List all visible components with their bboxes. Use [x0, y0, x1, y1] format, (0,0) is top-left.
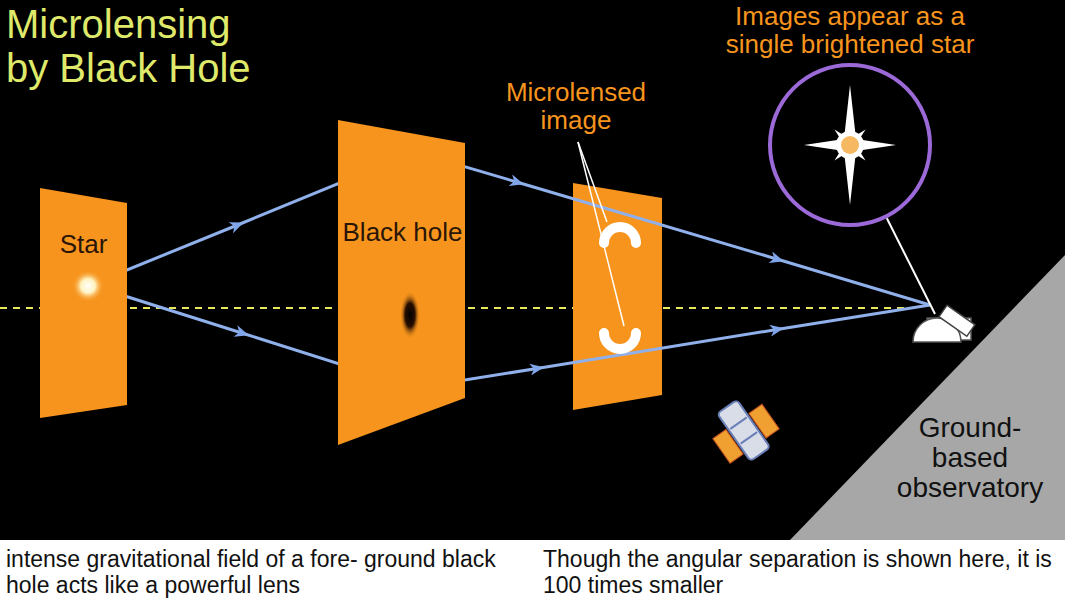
leader-lines: [578, 142, 624, 326]
observatory: Ground- based observatory: [790, 255, 1065, 540]
space-telescope: [703, 389, 785, 471]
star-plane: Star: [40, 188, 127, 418]
black-hole-plane-shape: [338, 120, 465, 445]
diagram-title: Microlensing by Black Hole: [6, 2, 268, 90]
star-plane-shape: [40, 188, 127, 418]
body-text: Though the angular separation is shown h…: [543, 546, 1059, 598]
body-text: intense gravitational field of a fore- g…: [6, 546, 534, 598]
image-plane: [573, 183, 662, 410]
microlensed-arcs: [604, 227, 636, 349]
brightened-star-circle-shape: [768, 63, 932, 227]
microlensed-image-label: Microlensed image: [488, 78, 664, 134]
node-label: Images appear as a single brightened sta…: [700, 2, 1000, 58]
black-hole-plane: Black hole: [338, 120, 465, 445]
node-label: Black hole: [340, 218, 465, 246]
node-label: Ground- based observatory: [880, 413, 1060, 503]
node-label: Star: [40, 230, 127, 258]
brightened-star-circle: Images appear as a single brightened sta…: [768, 63, 932, 227]
leader-connector: [887, 218, 935, 314]
